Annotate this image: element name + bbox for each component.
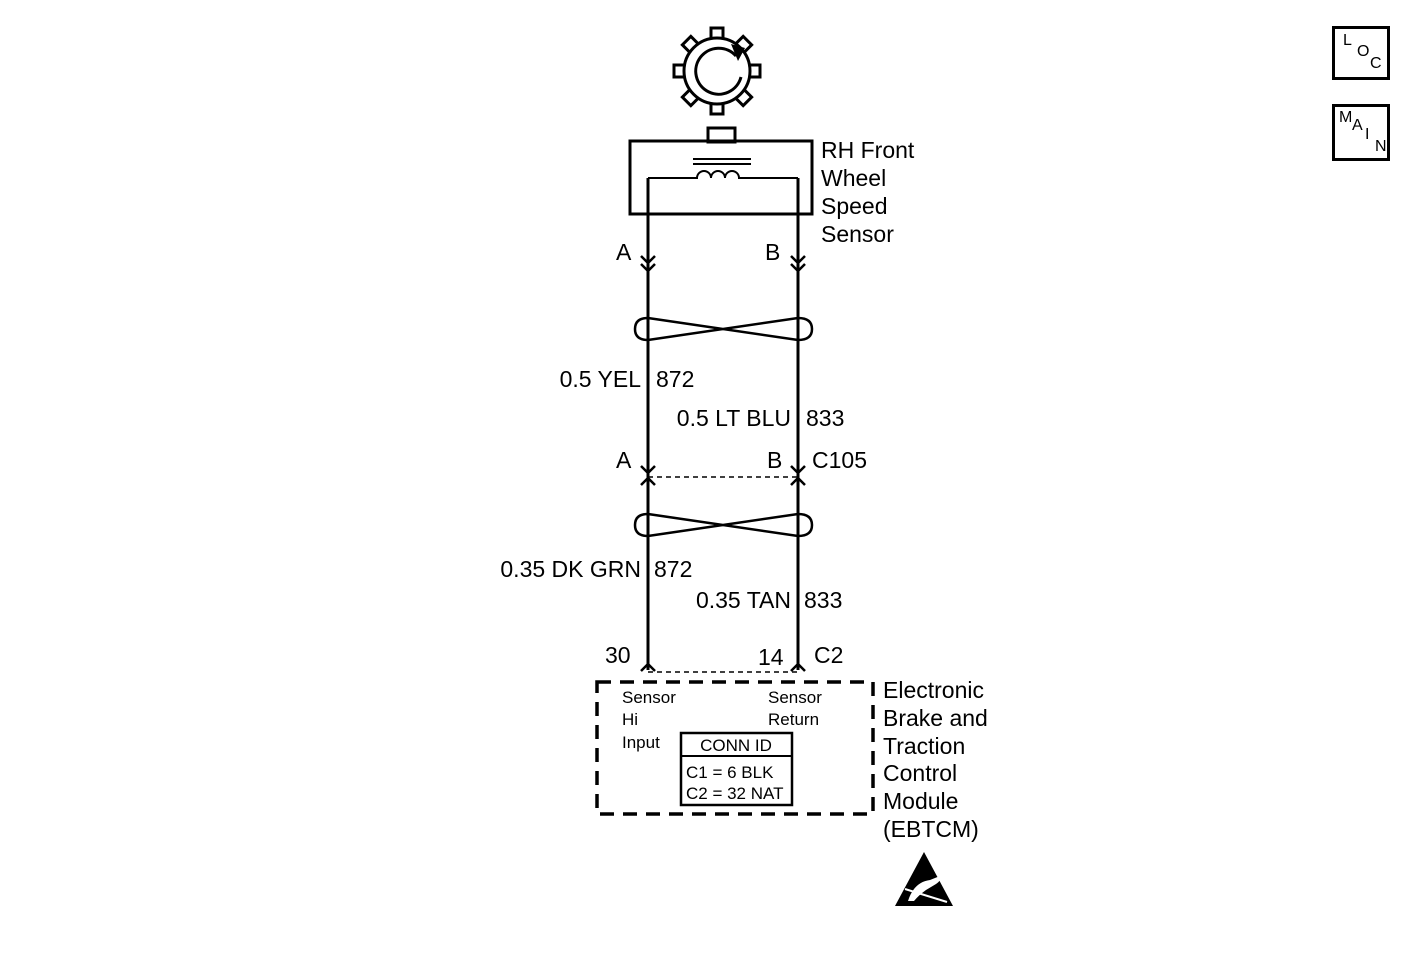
c2-pin-30: 30 — [605, 642, 631, 668]
upper-left-wire-circuit: 872 — [656, 366, 694, 392]
sensor-name-line-1: RH Front — [821, 137, 915, 163]
main-letter-i: I — [1365, 126, 1370, 143]
c2-connector-id: C2 — [814, 642, 843, 668]
lower-right-wire-label: 0.35 TAN — [696, 587, 791, 613]
module-name-line-4: Control — [883, 760, 957, 786]
left-pin-desc-line-2: Hi — [622, 710, 638, 729]
right-pin-desc-line-2: Return — [768, 710, 819, 729]
loc-letter-l: L — [1343, 32, 1352, 49]
main-button[interactable]: M A I N — [1332, 104, 1390, 161]
sensor-coil-icon — [648, 170, 798, 179]
c105-pin-a: A — [616, 447, 632, 473]
module-name-line-1: Electronic — [883, 677, 984, 703]
twisted-pair-lower — [633, 512, 814, 538]
upper-left-wire-label: 0.5 YEL — [560, 366, 642, 392]
main-letter-a: A — [1352, 117, 1363, 134]
right-pin-desc-line-1: Sensor — [768, 688, 822, 707]
conn-id-title: CONN ID — [700, 736, 772, 755]
esd-warning-icon — [895, 852, 953, 906]
upper-right-wire-circuit: 833 — [806, 405, 844, 431]
sensor-terminal-a: A — [616, 239, 632, 265]
conn-id-row-c2: C2 = 32 NAT — [686, 784, 783, 803]
conn-id-box — [679, 731, 794, 807]
wheel-speed-sensor — [628, 139, 814, 216]
main-letter-m: M — [1339, 109, 1353, 126]
tone-wheel-icon — [672, 26, 762, 116]
c2-connector — [640, 662, 806, 673]
main-letter-n: N — [1375, 138, 1387, 155]
c105-pin-b: B — [767, 447, 782, 473]
c2-pin-14: 14 — [758, 644, 784, 670]
wire-paths — [646, 178, 800, 670]
c105-connector-id: C105 — [812, 447, 867, 473]
sensor-name-line-3: Speed — [821, 193, 888, 219]
sensor-name-line-4: Sensor — [821, 221, 894, 247]
module-name-line-6: (EBTCM) — [883, 816, 979, 842]
module-name-line-5: Module — [883, 788, 958, 814]
sensor-terminal-b: B — [765, 239, 780, 265]
sensor-connector-arrows — [640, 255, 806, 273]
module-name-line-2: Brake and — [883, 705, 988, 731]
lower-left-wire-circuit: 872 — [654, 556, 692, 582]
conn-id-row-c1: C1 = 6 BLK — [686, 763, 774, 782]
twisted-pair-upper — [633, 316, 814, 342]
left-pin-desc-line-3: Input — [622, 733, 660, 752]
lower-left-wire-label: 0.35 DK GRN — [500, 556, 641, 582]
ebtcm-module-box — [595, 680, 875, 816]
c105-connector — [640, 465, 806, 486]
sensor-name-line-2: Wheel — [821, 165, 886, 191]
module-name-line-3: Traction — [883, 733, 965, 759]
loc-letter-c: C — [1370, 55, 1382, 72]
upper-right-wire-label: 0.5 LT BLU — [677, 405, 791, 431]
left-pin-desc-line-1: Sensor — [622, 688, 676, 707]
loc-button[interactable]: L O C — [1332, 26, 1390, 80]
lower-right-wire-circuit: 833 — [804, 587, 842, 613]
loc-letter-o: O — [1357, 43, 1370, 60]
